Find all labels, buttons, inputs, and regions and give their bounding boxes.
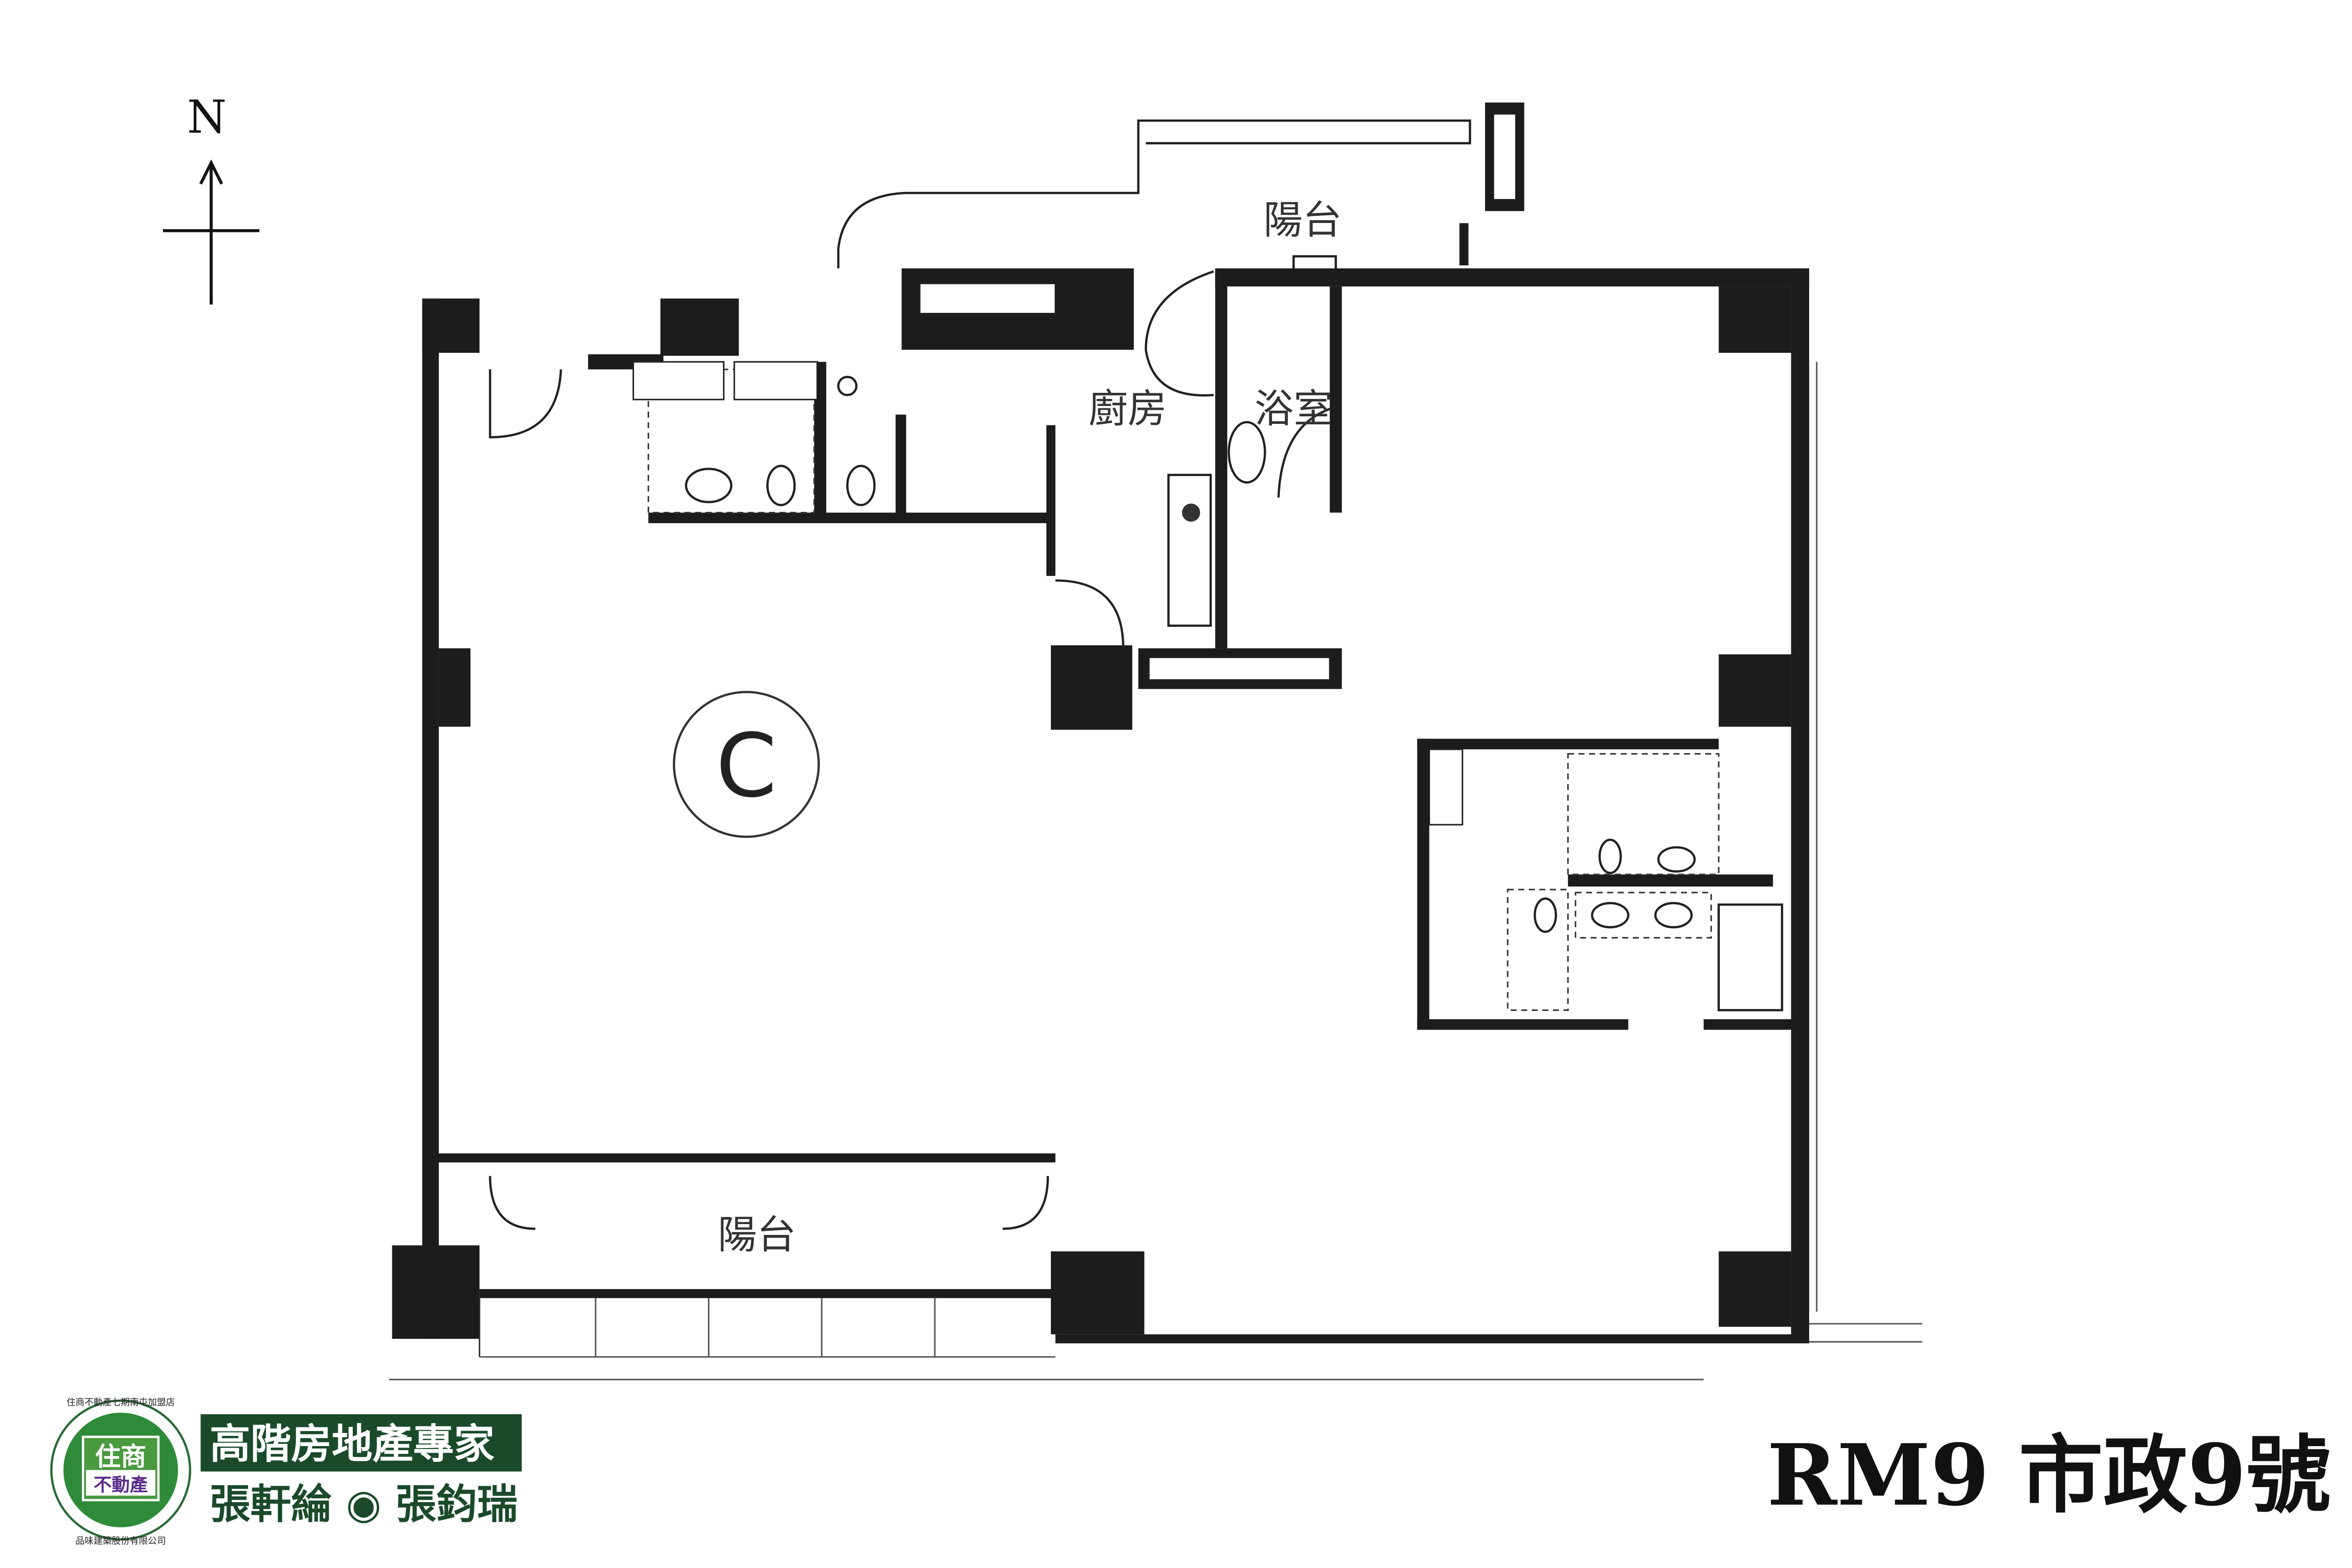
- fixtures: [389, 270, 1923, 1381]
- room-label-kitchen: 廚房: [1089, 386, 1167, 431]
- room-label-bathroom: 浴室: [1255, 386, 1333, 431]
- room-label-balcony-top: 陽台: [1263, 198, 1342, 243]
- room-label-balcony-bottom: 陽台: [718, 1212, 796, 1258]
- logo-badge-bottom: 不動產: [94, 1475, 148, 1496]
- plan-title: RM9 市政9號: [1767, 1425, 2330, 1525]
- logo-ring-top: 住商不動產七期南屯加盟店: [66, 1397, 175, 1408]
- unit-marker-label: C: [716, 715, 777, 817]
- walls: [422, 268, 1810, 1344]
- compass-north-label: N: [187, 91, 227, 143]
- logo-tagline: 高階房地產專家: [210, 1420, 495, 1468]
- logo-agents: 張軒綸 ◉ 張鈞瑞: [210, 1480, 518, 1528]
- company-logo: 住商 不動產 住商不動產七期南屯加盟店 品味建築股份有限公司 高階房地產專家 張…: [50, 1397, 522, 1546]
- top-balcony: [837, 102, 1525, 273]
- logo-badge-top: 住商: [95, 1441, 146, 1472]
- unit-marker: C: [673, 691, 820, 838]
- logo-ring-bottom: 品味建築股份有限公司: [76, 1536, 166, 1546]
- pillars: [392, 286, 1791, 1339]
- north-arrow-icon: [163, 159, 260, 305]
